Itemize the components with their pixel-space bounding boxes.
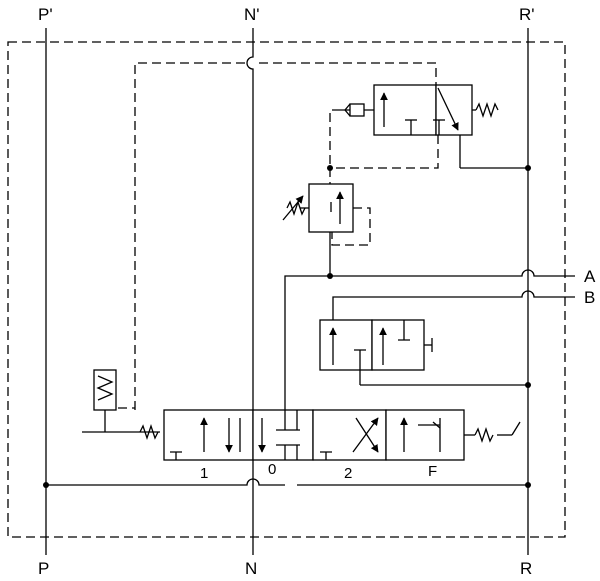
label-a: A	[584, 267, 596, 286]
pilot-line-mid-right	[330, 135, 439, 169]
label-n-top: N'	[244, 5, 260, 24]
junction-p-bottom	[43, 482, 49, 488]
main-directional-valve	[163, 409, 465, 461]
pressure-valve	[282, 183, 354, 233]
right-lever-actuator	[464, 421, 521, 444]
pilot-line-mid	[329, 109, 341, 168]
label-r-top: R'	[519, 5, 535, 24]
junction-r-mid	[525, 382, 531, 388]
label-pos-2: 2	[344, 465, 352, 482]
pilot-line-left	[134, 62, 247, 410]
label-p-top: P'	[38, 5, 53, 24]
enclosure-boundary	[7, 41, 566, 538]
junction-r-top	[525, 165, 531, 171]
middle-valve	[319, 319, 433, 371]
junction-r-bottom	[525, 482, 531, 488]
line-n	[246, 28, 254, 555]
label-pos-1: 1	[200, 465, 208, 482]
label-r-bottom: R	[520, 559, 532, 578]
left-detent-actuator	[82, 369, 160, 441]
pilot-line-top	[259, 62, 437, 85]
line-p-to-r-bottom	[46, 478, 285, 486]
label-n-bottom: N	[245, 559, 257, 578]
label-p-bottom: P	[38, 559, 49, 578]
label-pos-f: F	[428, 463, 437, 480]
label-pos-0: 0	[268, 461, 276, 478]
label-b: B	[584, 288, 595, 307]
line-a	[284, 269, 575, 410]
upper-pilot-valve	[341, 84, 499, 136]
line-b	[332, 290, 575, 320]
